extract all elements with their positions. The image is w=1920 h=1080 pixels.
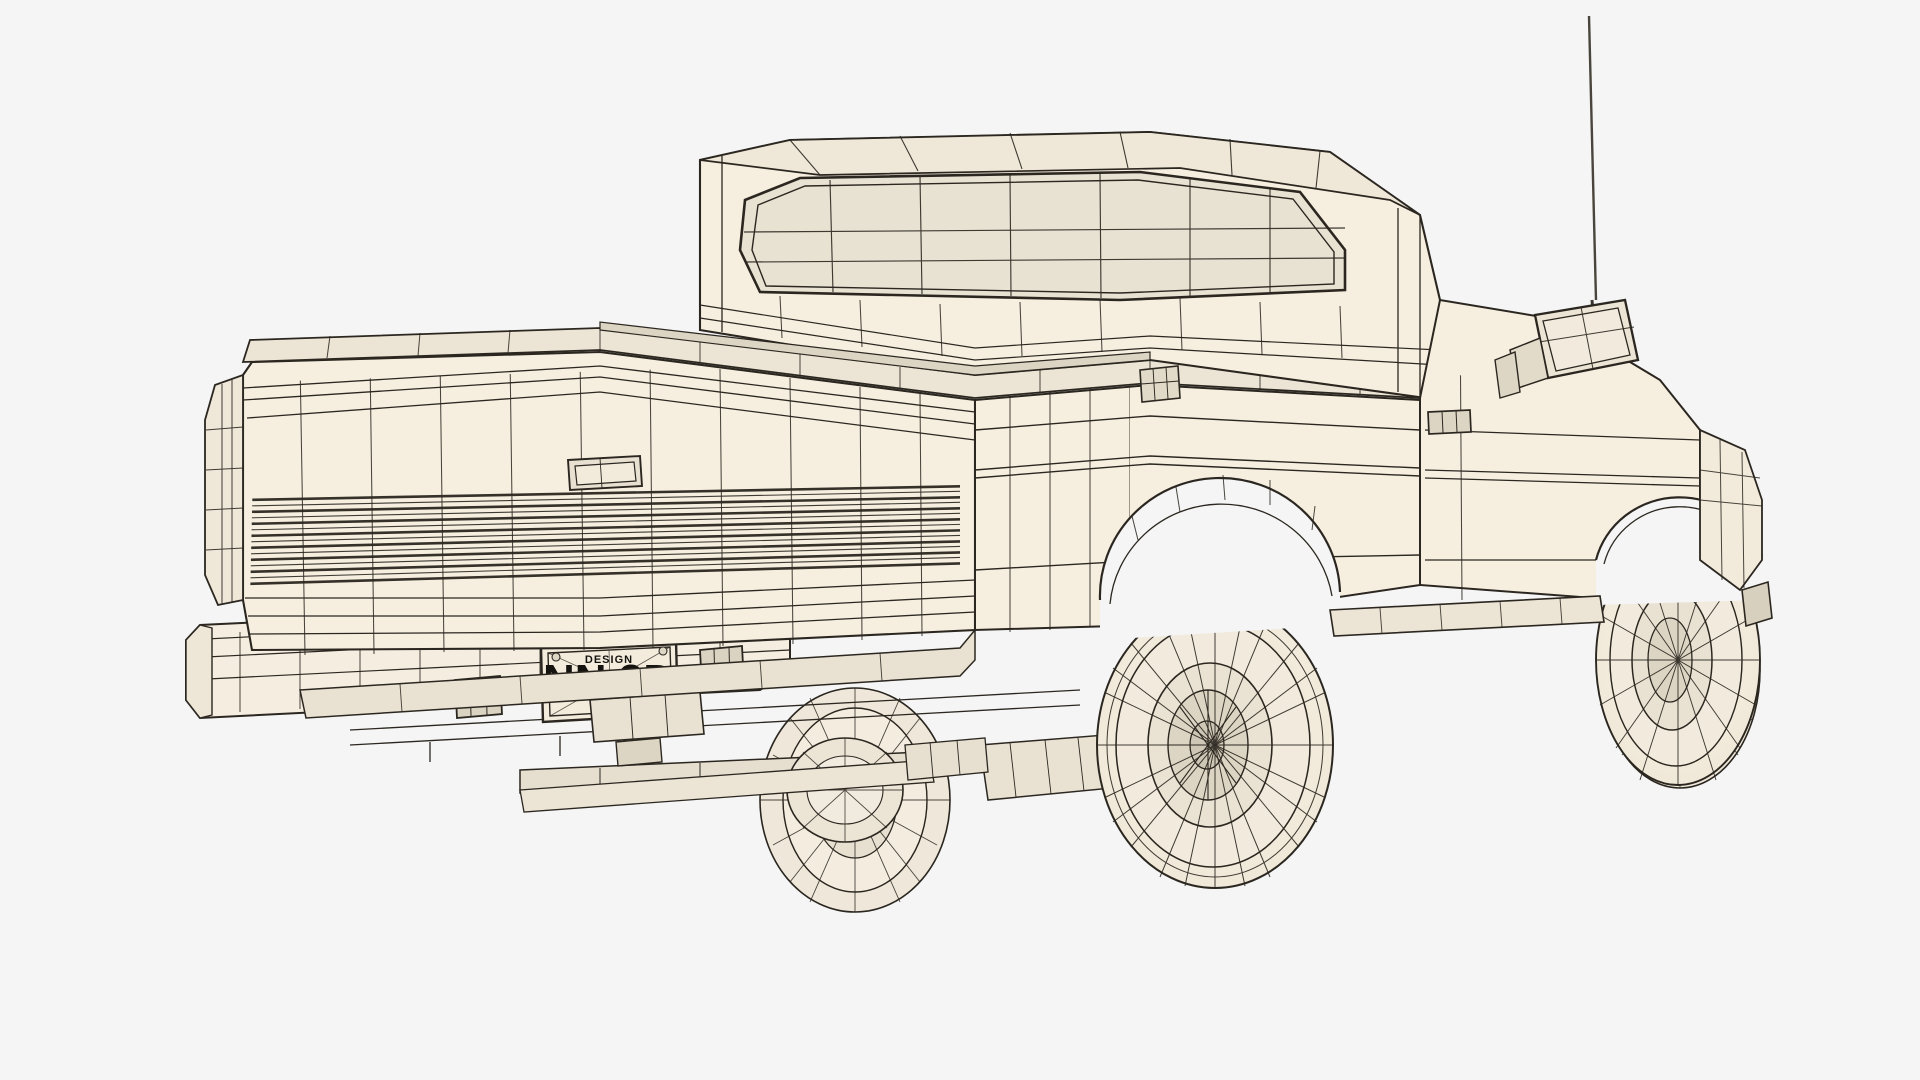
running-board xyxy=(1329,595,1605,637)
door-handle[interactable] xyxy=(1427,409,1472,435)
front-body xyxy=(1699,428,1773,628)
rear-wheel xyxy=(1096,601,1334,889)
exhaust-pipe xyxy=(519,737,989,813)
frame-rail xyxy=(349,689,1081,762)
fuel-tank xyxy=(979,734,1113,801)
rear-window xyxy=(738,170,1347,302)
bed-inner xyxy=(599,321,1151,376)
undercarriage xyxy=(349,689,1113,843)
rear-valance xyxy=(299,627,976,719)
license-plate-top-text: DESIGN xyxy=(585,654,633,666)
tailgate-ribbing xyxy=(250,484,960,586)
tailgate xyxy=(204,350,977,656)
bed-stake-pocket xyxy=(1139,365,1181,403)
side-mirror xyxy=(1494,298,1640,399)
cab xyxy=(698,130,1442,402)
tailgate-handle[interactable] xyxy=(566,454,644,492)
